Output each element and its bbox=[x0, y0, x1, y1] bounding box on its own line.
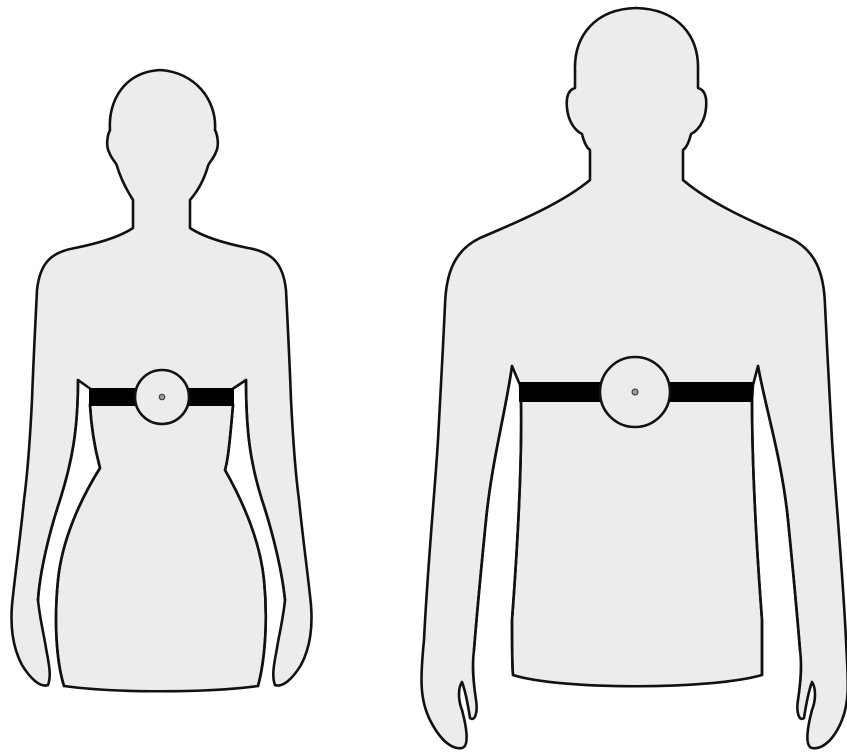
male-sensor-center-dot bbox=[632, 389, 638, 395]
female-figure bbox=[11, 70, 311, 691]
female-sensor-center-dot bbox=[159, 394, 165, 400]
male-figure bbox=[422, 8, 847, 748]
